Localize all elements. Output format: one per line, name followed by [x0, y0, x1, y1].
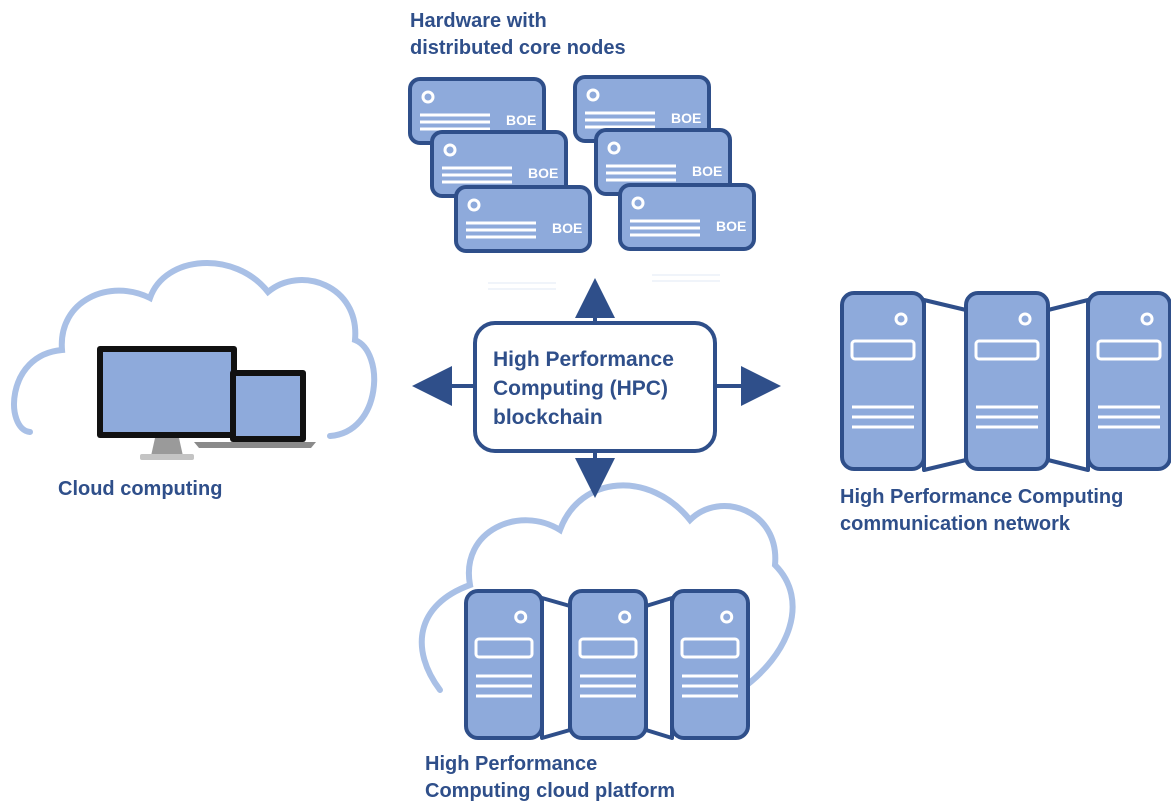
- boe-node-card: BOE: [454, 185, 592, 253]
- boe-node-card: BOE: [594, 128, 732, 196]
- hpc-network-label-line-2: communication network: [840, 513, 1071, 535]
- server-link-panel: [922, 298, 968, 472]
- hpc-blockchain-line-3: blockchain: [493, 406, 603, 429]
- laptop-icon: [194, 370, 316, 448]
- hpc-cloud-servers-group: [464, 589, 750, 740]
- server-tower-icon: [840, 291, 926, 471]
- desktop-monitor-icon: [97, 346, 237, 460]
- boe-node-label: BOE: [692, 163, 722, 179]
- hpc-cloud-label-line-2: Computing cloud platform: [425, 780, 675, 802]
- hpc-cloud-label-line-1: High Performance: [425, 753, 598, 775]
- hpc-blockchain-line-1: High Performance: [493, 348, 674, 371]
- hardware-nodes-group: BOE BOE BOE BOE BOE BOE: [408, 75, 756, 253]
- boe-node-card: BOE: [618, 183, 756, 251]
- server-link-panel: [540, 596, 572, 740]
- hardware-title: Hardware with distributed core nodes: [410, 8, 626, 62]
- server-link-panel: [644, 596, 674, 740]
- cloud-computing-label: Cloud computing: [58, 478, 223, 500]
- cloud-computing-cloud-shape: [11, 260, 378, 439]
- boe-node-label: BOE: [552, 220, 582, 236]
- server-tower-icon: [964, 291, 1050, 471]
- boe-node-label: BOE: [716, 218, 746, 234]
- boe-node-label: BOE: [506, 112, 536, 128]
- server-tower-icon: [464, 589, 544, 740]
- server-tower-icon: [568, 589, 648, 740]
- boe-node-label: BOE: [528, 165, 558, 181]
- server-tower-icon: [670, 589, 750, 740]
- hpc-blockchain-box: High Performance Computing (HPC) blockch…: [473, 321, 717, 453]
- server-tower-icon: [1086, 291, 1171, 471]
- hpc-network-label-line-1: High Performance Computing: [840, 486, 1124, 508]
- hpc-cloud-label: High Performance Computing cloud platfor…: [425, 751, 675, 805]
- server-link-panel: [1046, 298, 1090, 472]
- hpc-blockchain-line-2: Computing (HPC): [493, 377, 668, 400]
- hardware-title-line-1: Hardware with: [410, 10, 547, 32]
- boe-node-label: BOE: [671, 110, 701, 126]
- hpc-network-label: High Performance Computing communication…: [840, 484, 1123, 538]
- hardware-title-line-2: distributed core nodes: [410, 37, 626, 59]
- hpc-cloud-platform-cloud-shape: [418, 482, 796, 693]
- hpc-network-servers-group: [840, 291, 1171, 472]
- hardware-reflection: [488, 274, 720, 290]
